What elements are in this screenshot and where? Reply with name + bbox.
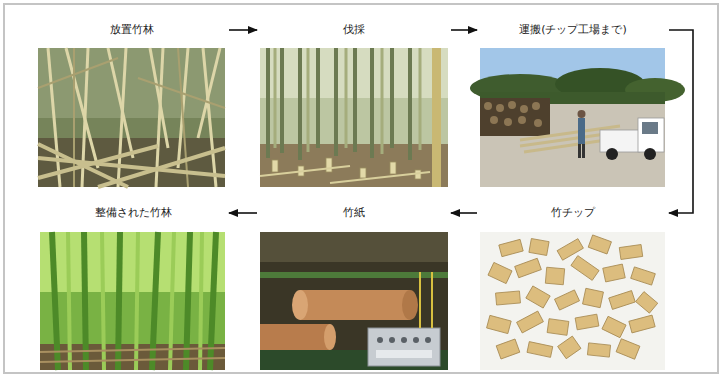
step-label: 竹チップ [480,205,666,221]
photo-step-node: 運搬(チップ工場まで) [480,22,666,188]
flow-arrow [451,212,477,214]
step-label: 運搬(チップ工場まで) [480,22,666,38]
photo-step-node: 竹紙 [260,205,448,371]
photo-step-node: 伐採 [260,22,448,188]
felling-photo [260,48,448,187]
step-label: 放置竹林 [38,22,226,38]
step-label: 伐採 [260,22,448,38]
flow-arrow [229,29,257,31]
flow-arrow [229,212,257,214]
photo-step-node: 放置竹林 [38,22,226,188]
bamboo-paper-photo [260,232,448,370]
flow-arrow [451,29,477,31]
neglected-grove-photo [38,48,225,187]
flow-arrow [669,30,693,213]
photo-step-node: 竹チップ [480,205,666,371]
step-label: 整備された竹林 [40,205,226,221]
step-label: 竹紙 [260,205,448,221]
bamboo-chips-photo [480,232,665,370]
photo-step-node: 整備された竹林 [40,205,226,371]
transport-photo [470,48,685,187]
maintained-grove-photo [40,232,225,370]
